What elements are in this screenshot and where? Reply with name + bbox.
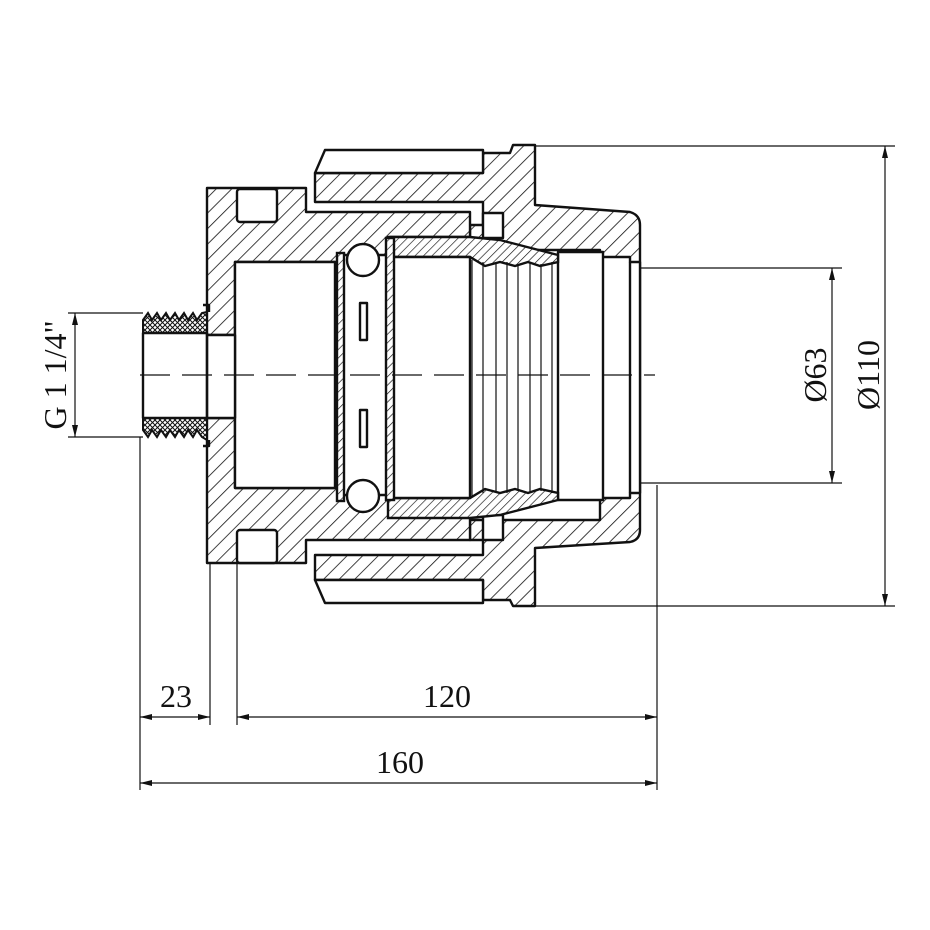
thread-length-label: 23 <box>160 678 192 714</box>
thread-size-label: G 1 1/4" <box>37 320 73 429</box>
body-length-label: 120 <box>423 678 471 714</box>
threaded-nipple <box>141 303 211 448</box>
outer-diameter-label: Ø110 <box>850 340 886 410</box>
clamp-ring <box>386 235 560 520</box>
inner-diameter-label: Ø63 <box>797 347 833 402</box>
total-length-label: 160 <box>376 744 424 780</box>
extension-lines <box>68 145 895 790</box>
grip-ring <box>335 236 396 514</box>
dimension-lines <box>72 146 888 786</box>
